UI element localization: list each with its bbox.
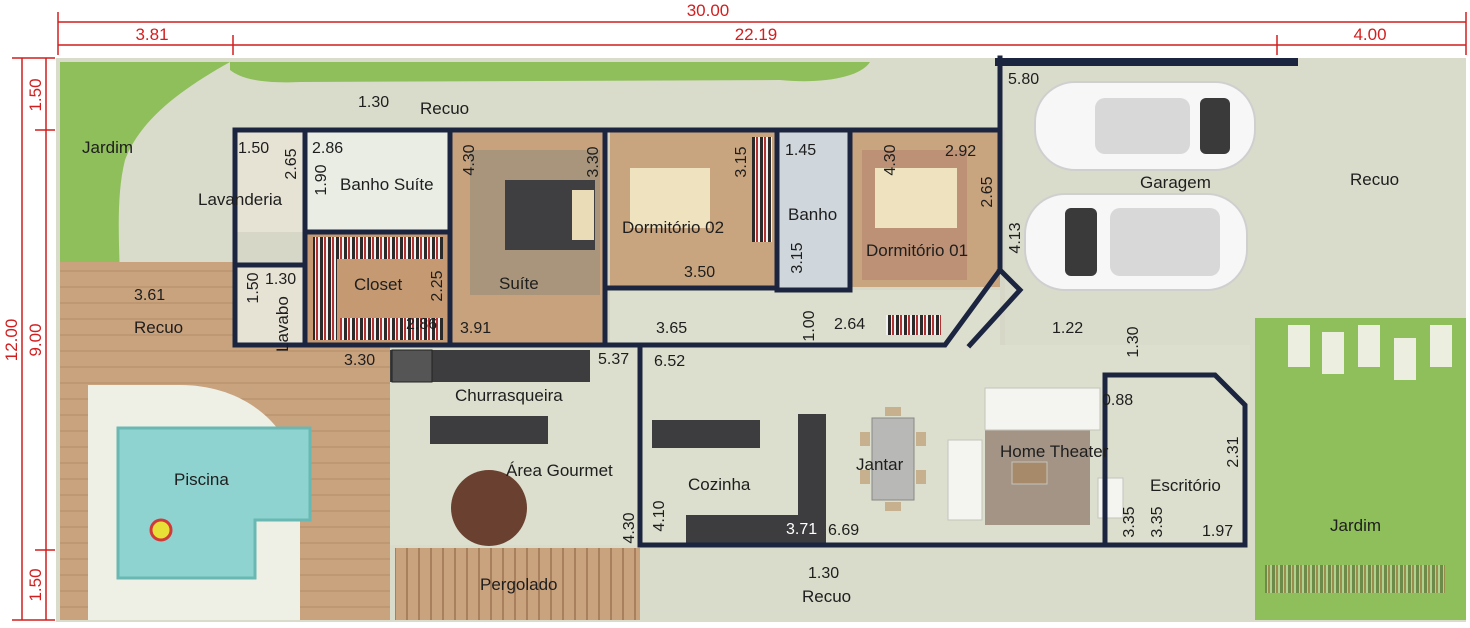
m-2-31: 2.31 — [1225, 436, 1242, 467]
m-2-86-bs: 2.86 — [312, 140, 343, 157]
m-0-88: 0.88 — [1102, 392, 1133, 409]
garagem-label: Garagem — [1140, 173, 1211, 192]
middle-width: 22.19 — [735, 25, 778, 44]
m-3-30-churr: 3.30 — [344, 352, 375, 369]
banho-suite-floor — [307, 132, 449, 232]
pool-water — [116, 426, 312, 580]
m-4-30-coz: 4.30 — [621, 512, 638, 543]
lavanderia-label: Lavanderia — [198, 190, 283, 209]
m-1-50-lav: 1.50 — [238, 140, 269, 157]
m-3-91: 3.91 — [460, 320, 491, 337]
sofa-set — [947, 387, 1124, 521]
lavanderia-floor — [236, 132, 304, 232]
m-1-97: 1.97 — [1202, 523, 1233, 540]
m-1-00: 1.00 — [801, 310, 818, 341]
dorm02-shelf — [752, 137, 772, 242]
dormitorio-02-label: Dormitório 02 — [622, 218, 724, 237]
area-gourmet-label: Área Gourmet — [506, 461, 613, 480]
m-1-90: 1.90 — [313, 164, 330, 195]
m-3-65: 3.65 — [656, 320, 687, 337]
m-3-30-suite: 3.30 — [585, 146, 602, 177]
lavabo-label: Lavabo — [273, 296, 292, 352]
jantar-label: Jantar — [856, 455, 904, 474]
banho-suite-label: Banho Suíte — [340, 175, 434, 194]
grill — [391, 349, 433, 383]
m-1-22: 1.22 — [1052, 320, 1083, 337]
m-1-45: 1.45 — [785, 142, 816, 159]
m-3-50: 3.50 — [684, 264, 715, 281]
closet-shelf-bottom — [340, 318, 443, 340]
dorm01-shelf — [886, 315, 941, 335]
house-depth: 9.00 — [26, 323, 45, 356]
stepping-stones — [1265, 325, 1452, 593]
recuo-right-label: Recuo — [1350, 170, 1399, 189]
car-bottom — [1024, 193, 1248, 291]
m-6-52: 6.52 — [654, 353, 685, 370]
m-4-30-suite: 4.30 — [461, 144, 478, 175]
suite-label: Suíte — [499, 274, 539, 293]
top-setback: 1.50 — [26, 78, 45, 111]
right-width: 4.00 — [1353, 25, 1386, 44]
m-2-65-lav: 2.65 — [283, 148, 300, 179]
dimension-lines — [12, 12, 1467, 621]
pergolado-label: Pergolado — [480, 575, 558, 594]
m-3-35-b: 3.35 — [1149, 506, 1166, 537]
jardim-left-label: Jardim — [82, 138, 133, 157]
m-2-65-d1: 2.65 — [979, 176, 996, 207]
gourmet-table — [451, 470, 527, 546]
m-3-71: 3.71 — [786, 521, 817, 538]
recuo-left-label: Recuo — [134, 318, 183, 337]
escritorio-label: Escritório — [1150, 476, 1221, 495]
jardim-right-label: Jardim — [1330, 516, 1381, 535]
beach-ball — [149, 518, 173, 542]
m-1-30-bottom: 1.30 — [808, 565, 839, 582]
m-2-25: 2.25 — [429, 270, 446, 301]
top-hedge — [230, 62, 870, 83]
m-1-30-lavabo: 1.30 — [265, 271, 296, 288]
dining-table — [860, 407, 926, 511]
lavabo-floor — [236, 266, 304, 344]
m-1-50-lavabo: 1.50 — [245, 272, 262, 303]
beds — [505, 168, 957, 250]
m-2-86-closet: 2.86 — [406, 316, 437, 333]
piscina-label: Piscina — [174, 470, 229, 489]
m-2-92: 2.92 — [945, 143, 976, 160]
pergola-deck — [395, 548, 640, 620]
churrasqueira-label: Churrasqueira — [455, 386, 563, 405]
m-2-64: 2.64 — [834, 316, 865, 333]
m-3-15-d2: 3.15 — [733, 146, 750, 177]
total-depth: 12.00 — [2, 319, 21, 362]
m-5-80: 5.80 — [1008, 71, 1039, 88]
car-top — [1034, 81, 1256, 171]
banho-label: Banho — [788, 205, 837, 224]
closet-shelf-left — [313, 240, 337, 340]
m-4-13: 4.13 — [1007, 222, 1024, 253]
cozinha-label: Cozinha — [688, 475, 751, 494]
m-6-69: 6.69 — [828, 522, 859, 539]
m-1-30-top: 1.30 — [358, 94, 389, 111]
recuo-top-label: Recuo — [420, 99, 469, 118]
banho-floor — [778, 132, 850, 290]
m-3-35-a: 3.35 — [1121, 506, 1138, 537]
m-3-61: 3.61 — [134, 287, 165, 304]
left-width: 3.81 — [135, 25, 168, 44]
home-theater-label: Home Theater — [1000, 442, 1109, 461]
closet-label: Closet — [354, 275, 402, 294]
dormitorio-01-label: Dormitório 01 — [866, 241, 968, 260]
m-1-30-door: 1.30 — [1125, 326, 1142, 357]
m-3-15-banho: 3.15 — [789, 242, 806, 273]
total-width: 30.00 — [687, 1, 730, 20]
m-5-37: 5.37 — [598, 351, 629, 368]
m-4-30-d1: 4.30 — [882, 144, 899, 175]
m-4-10: 4.10 — [651, 500, 668, 531]
walls — [232, 55, 1248, 548]
bottom-setback: 1.50 — [26, 568, 45, 601]
recuo-bottom-label: Recuo — [802, 587, 851, 606]
closet-shelf-top — [313, 237, 443, 259]
